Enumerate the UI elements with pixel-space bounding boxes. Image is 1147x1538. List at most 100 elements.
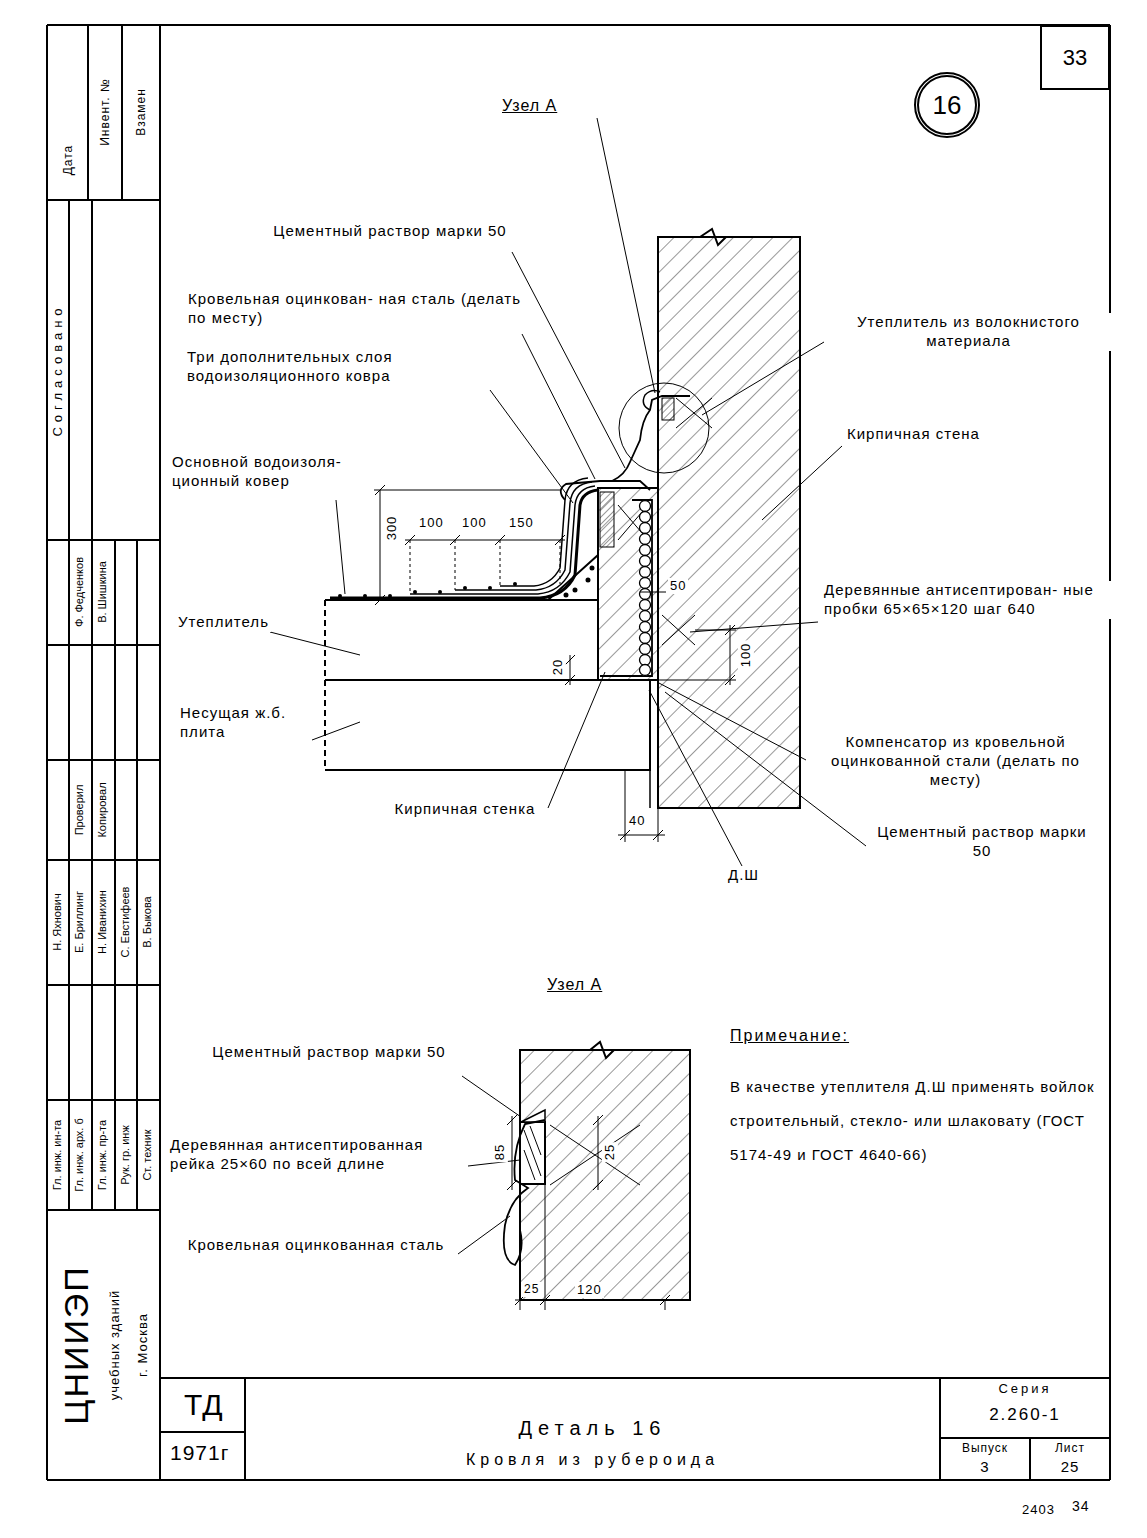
dimension-value: 120 [575,1282,604,1298]
dimension-lines-part [500,540,501,586]
roofing-dots-part [388,594,392,598]
callout-label: Основной водоизоля- ционный ковер [170,453,370,491]
callout-label: Компенсатор из кровельной оцинкованной с… [808,733,1103,789]
sheet-frame-part [68,200,70,1210]
sheet-frame-part [159,25,161,1480]
stamp-cell: Дата [61,143,76,178]
sheet-frame-part [136,540,138,1210]
callout-label: Деревянная антисептированная рейка 25×60… [168,1136,466,1174]
node-text: 16 [933,90,962,121]
note-text: В качестве утеплителя Д.Ш применять войл… [728,1070,1100,1172]
node-text: 33 [1063,45,1087,71]
dimension-lines-part [375,485,385,605]
roofing-dots-part [438,590,442,594]
node-a-detail-part [504,1120,545,1265]
felt-insulation [640,501,651,676]
leader-lines-part [512,252,625,468]
roof-structure-part [561,481,650,500]
sheet-frame-part [47,24,1110,26]
callout-label: Несущая ж.б. плита [178,704,308,742]
roofing-dots-part [338,594,342,598]
sheet-frame-part [46,25,48,1480]
dimension-value: 50 [668,578,688,594]
roof-structure-part [565,594,568,597]
felt-insulation-part [640,556,651,567]
callout-label: Кирпичная стенка [385,800,545,819]
stamp-cell: Согласовано [50,301,66,438]
callout-label: Цементный раствор марки 50 [198,1043,460,1062]
leader-lines-part [462,1076,521,1117]
title-block-cell: Серия [945,1381,1105,1397]
title-block-cell: 25 [1033,1458,1107,1477]
dimension-lines-part [374,490,560,491]
felt-insulation-part [640,589,651,600]
sheet-frame-part [940,1437,1110,1439]
dimension-lines-part [455,540,456,590]
stamp-cell: Проверил [73,783,87,838]
roofing-dots-part [488,586,492,590]
dimension-lines [374,485,736,842]
felt-insulation-part [640,534,651,545]
leader-lines-part [597,118,655,393]
sheet-frame-part [47,539,160,541]
archive-number: 2403 [1020,1502,1057,1518]
felt-insulation-part [640,545,651,556]
dimension-lines-part [405,540,565,541]
institute-name: учебных зданий [107,1288,123,1403]
roofing-dots [338,582,517,598]
sheet-frame-part [47,859,160,861]
stamp-cell: Ст. техник [141,1127,155,1182]
dimension-value: 20 [550,657,566,677]
dimension-lines-part [730,625,731,685]
roof-structure-part [591,567,594,570]
node-a-dimensions-part [507,1115,517,1190]
callout-label: Три дополнительных слоя водоизоляционног… [185,348,485,386]
stamp-cell: С. Евстифеев [119,885,133,960]
title-block-cell: 3 [943,1458,1027,1477]
node-a-detail-part [520,1122,545,1184]
sheet-frame-part [1109,25,1111,1480]
node-label: 16 [933,90,962,121]
dimension-lines-part [410,540,411,594]
leader-lines-part [458,1216,510,1254]
node-a-detail [504,1042,690,1300]
leader-lines-part [649,690,742,866]
node-a-dimensions-part [598,1116,599,1190]
leader-lines-part [270,632,360,655]
sheet-frame-part [121,25,123,200]
dimension-lines-part [658,808,659,842]
detail-reference: Узел А [545,975,604,995]
dimension-value: 100 [460,515,489,531]
roof-structure-part [649,770,651,808]
dimension-lines-part [658,680,736,681]
stamp-cell: Инвент. № [98,76,113,148]
node-a-detail-part [524,1126,541,1180]
callout-label: Кровельная оцинкован- ная сталь (делать … [186,290,526,328]
leader-lines-part [490,390,573,503]
sheet-frame-part [244,1378,246,1480]
roof-structure-part [662,398,674,420]
title-block-cell: 2.260-1 [945,1404,1105,1425]
sheet-frame-part [47,644,160,646]
roof-structure-part [662,615,695,645]
callout-label: Цементный раствор марки 50 [868,823,1096,861]
callout-label: Утеплитель [176,613,271,632]
callout-label: Утеплитель из волокнистого материала [826,313,1111,351]
sheet-frame [47,25,1110,1480]
sheet-frame-part [91,200,93,1210]
dimension-lines-part [405,535,565,545]
sheet-frame-part [1029,1438,1031,1480]
roof-structure-part [500,478,588,586]
node-a-detail-part [550,1125,640,1185]
roof-structure [325,383,712,808]
roof-structure-part [643,391,660,410]
leader-lines-part [312,722,360,740]
sheet-frame-part [47,1099,160,1101]
dimension-value: 300 [384,514,400,543]
dimension-value: 25 [602,1142,618,1162]
dimension-lines-part [725,625,735,685]
callout-label: Кровельная оцинкованная сталь [176,1236,456,1255]
leader-lines-part [702,342,824,415]
sheet-frame-part [160,1431,245,1433]
